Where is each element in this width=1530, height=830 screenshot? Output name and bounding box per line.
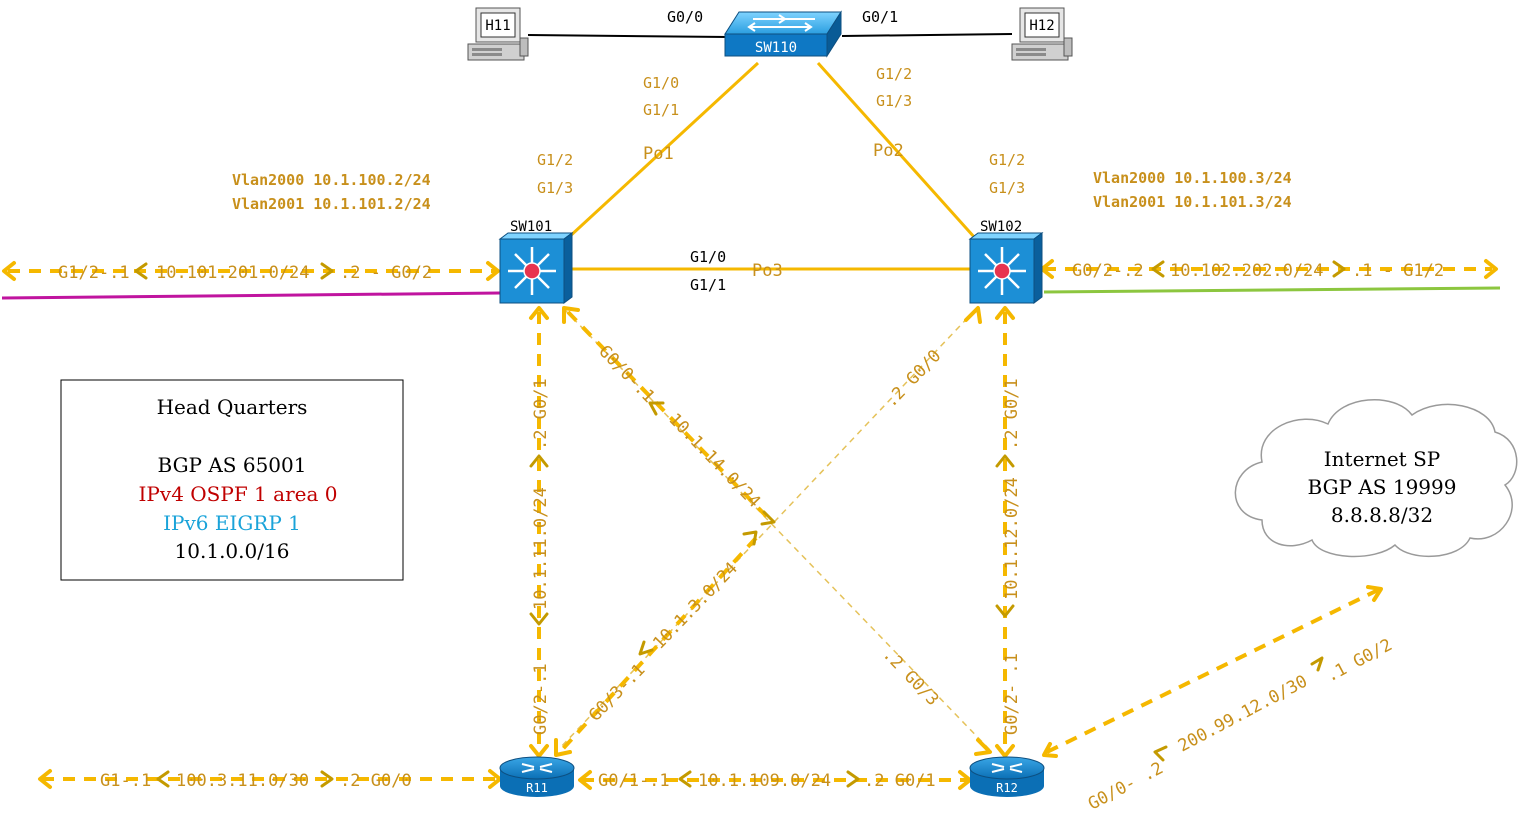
r11-left-a: G1-.1 — [100, 771, 151, 791]
sw101-left-b: .2 - G0/2 — [340, 263, 432, 283]
host-h11-label: H11 — [485, 18, 510, 34]
sw102-r12-top: .2 G0/1 — [1002, 378, 1022, 450]
sw101-r11-bottom: G0/2-.1 — [531, 663, 551, 735]
r12-sp-b: .1 G0/2 — [1323, 635, 1396, 686]
link-po1 — [566, 61, 760, 240]
hq-ospf: IPv4 OSPF 1 area 0 — [139, 482, 338, 506]
sw102-right-b: .1 - G1/2 — [1352, 261, 1444, 281]
host-h12-label: H12 — [1029, 18, 1054, 34]
sw101-r12-net: 10.1.14.0/24 — [664, 410, 764, 512]
label-sw110-g00: G0/0 — [667, 8, 703, 26]
sw101-left-a: G1/2-.1 — [58, 263, 130, 283]
link-h11-sw110 — [527, 34, 729, 38]
port-labels: G0/0 G0/1 G1/0 G1/1 G1/2 G1/3 Po1 Po2 Po… — [537, 8, 1025, 294]
hq-eigrp: IPv6 EIGRP 1 — [163, 511, 301, 535]
sw102-r11-net: 10.1.3.0/24 — [649, 559, 742, 654]
hq-bgp: BGP AS 65001 — [158, 453, 307, 477]
sw101-r12-top: G0/0-.1 — [594, 342, 658, 407]
r11-left-net: 100.3.11.0/30 — [176, 771, 309, 791]
sw102-r12-net: 10.1.12.0/24 — [1002, 477, 1022, 600]
sw102-right-net: 10.102.202.0/24 — [1170, 261, 1324, 281]
r11-r12-b: .2 G0/1 — [864, 771, 936, 791]
router-r11[interactable]: R11 — [499, 756, 575, 797]
cloud-bgp: BGP AS 19999 — [1308, 475, 1457, 499]
sw102-r11-bottom: G0/3-.1 — [585, 660, 649, 725]
sw102-r11-top: .2 G0/0 — [881, 346, 945, 411]
sw101-left-net: 10.101.201.0/24 — [156, 263, 310, 283]
hq-network: 10.1.0.0/16 — [175, 539, 290, 563]
link-sw110-h12 — [841, 33, 1013, 37]
sw101-vlan2000: Vlan2000 10.1.100.2/24 — [232, 171, 431, 189]
sw102-vlan2001: Vlan2001 10.1.101.3/24 — [1093, 193, 1292, 211]
label-po3-g10: G1/0 — [690, 248, 726, 266]
sw102-vlan2000: Vlan2000 10.1.100.3/24 — [1093, 169, 1292, 187]
label-po2: Po2 — [873, 141, 904, 161]
link-labels-horizontal: G1/2-.1 10.101.201.0/24 .2 - G0/2 G0/2-.… — [58, 261, 1444, 791]
link-po2 — [816, 61, 977, 240]
r11-left-b: .2 G0/0 — [340, 771, 412, 791]
label-sw102-g13: G1/3 — [989, 179, 1025, 197]
cloud-title: Internet SP — [1324, 447, 1440, 471]
sw101-r11-top: .2 G0/1 — [531, 378, 551, 450]
switch-sw102[interactable]: SW102 — [968, 219, 1044, 304]
sw101-r11-net: 10.1.11.0/24 — [531, 487, 551, 610]
sw102-right-a: G0/2-.2 — [1072, 261, 1144, 281]
label-sw110-g10: G1/0 — [643, 74, 679, 92]
cloud-prefix: 8.8.8.8/32 — [1331, 503, 1433, 527]
host-h12[interactable]: H12 — [1011, 7, 1073, 61]
host-h11[interactable]: H11 — [467, 7, 529, 61]
label-sw110-g12: G1/2 — [876, 65, 912, 83]
r11-r12-a: G0/1-.1 — [598, 771, 670, 791]
router-r11-label: R11 — [526, 781, 548, 795]
vlan-labels: Vlan2000 10.1.100.2/24 Vlan2001 10.1.101… — [232, 169, 1292, 213]
label-sw101-g12: G1/2 — [537, 151, 573, 169]
mid-arrows — [134, 260, 1346, 788]
label-po1: Po1 — [643, 144, 674, 164]
link-sw102-green — [1043, 286, 1501, 294]
link-sw102-r11 — [559, 309, 976, 749]
label-sw110-g13: G1/3 — [876, 92, 912, 110]
label-sw102-g12: G1/2 — [989, 151, 1025, 169]
label-sw110-g01: G0/1 — [862, 8, 898, 26]
label-sw101-g13: G1/3 — [537, 179, 573, 197]
r12-sp-a: G0/0- .2 — [1085, 758, 1167, 814]
arrowheads — [2, 259, 1498, 790]
switch-sw101[interactable]: SW101 — [498, 219, 574, 304]
r12-sp-net: 200.99.12.0/30 — [1175, 671, 1311, 756]
sw102-r12-bottom: G0/2- .1 — [1002, 653, 1022, 735]
hq-info-box: Head Quarters BGP AS 65001 IPv4 OSPF 1 a… — [60, 379, 404, 581]
link-sw101-r12 — [564, 309, 991, 751]
sw101-vlan2001: Vlan2001 10.1.101.2/24 — [232, 195, 431, 213]
label-sw110-g11: G1/1 — [643, 101, 679, 119]
link-labels-rotated: .2 G0/1 10.1.11.0/24 G0/2-.1 .2 G0/1 10.… — [531, 342, 1396, 815]
switch-sw101-label: SW101 — [510, 219, 552, 235]
label-po3: Po3 — [752, 261, 783, 281]
hq-title: Head Quarters — [157, 395, 308, 419]
internet-cloud[interactable]: Internet SP BGP AS 19999 8.8.8.8/32 — [1234, 399, 1518, 558]
sw101-r12-bottom: .2 G0/3 — [878, 645, 942, 710]
link-sw101-magenta — [1, 291, 501, 300]
router-r12[interactable]: R12 — [969, 756, 1045, 797]
switch-sw110[interactable]: SW110 — [724, 10, 842, 58]
switch-sw102-label: SW102 — [980, 219, 1022, 235]
switch-sw110-label: SW110 — [755, 40, 797, 56]
label-po3-g11: G1/1 — [690, 276, 726, 294]
router-r12-label: R12 — [996, 781, 1018, 795]
dashed-arrow-links — [8, 267, 1492, 782]
r11-r12-net: 10.1.109.0/24 — [698, 771, 831, 791]
